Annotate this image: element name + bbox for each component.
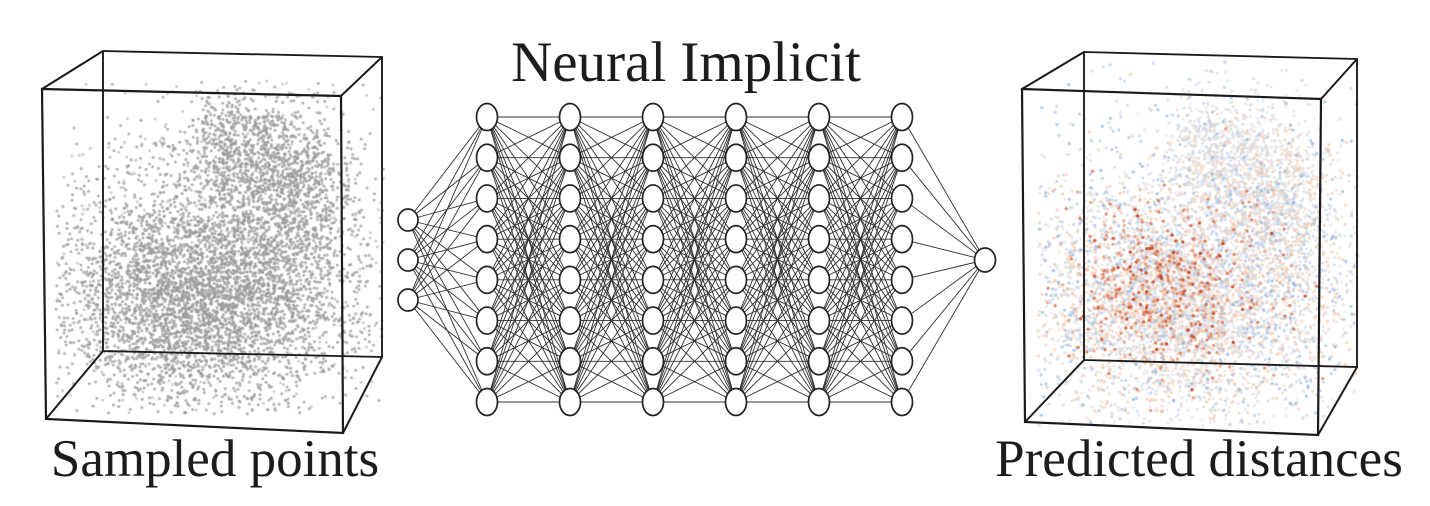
network-edges — [407, 116, 986, 403]
network-title: Neural Implicit — [511, 31, 861, 94]
predicted-distances-label: Predicted distances — [995, 430, 1403, 488]
network-nodes — [397, 102, 997, 417]
left-bounding-box — [40, 50, 383, 435]
sampled-points-label: Sampled points — [50, 430, 380, 488]
right-bounding-box — [1020, 51, 1358, 437]
